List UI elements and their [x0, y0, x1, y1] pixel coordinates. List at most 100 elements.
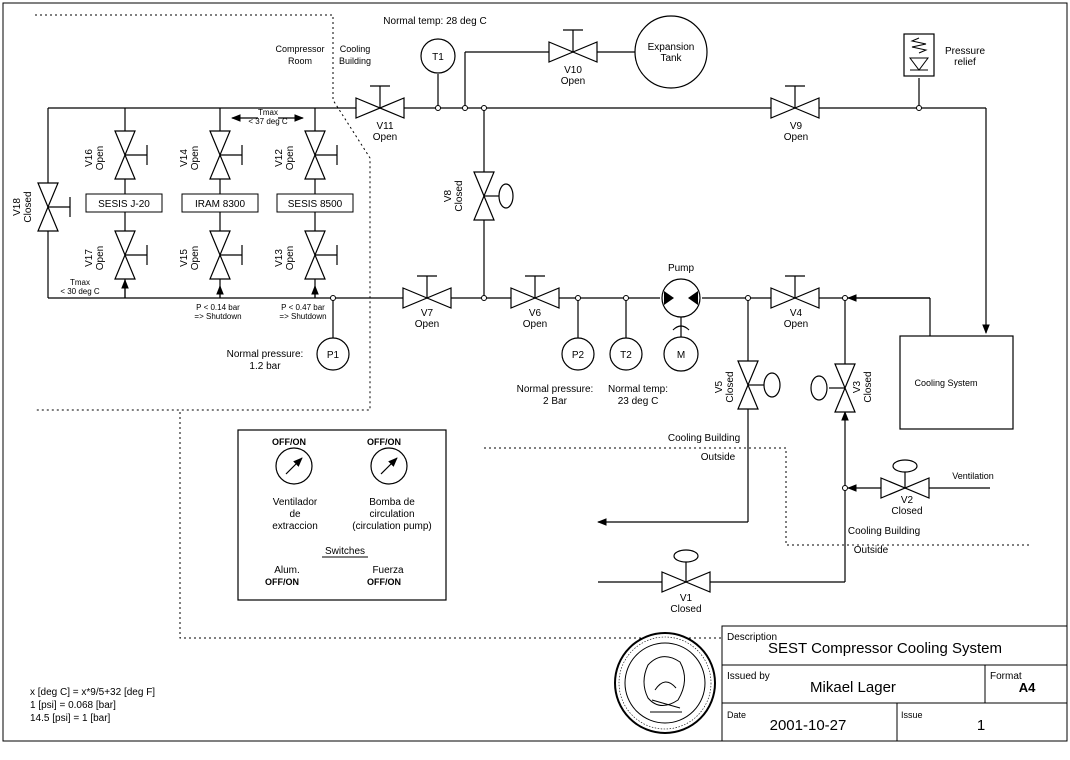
compressor-2-label: IRAM 8300 — [195, 199, 245, 210]
formula-2: 1 [psi] = 0.068 [bar] — [30, 700, 116, 711]
valve-v13-label: V13 — [274, 249, 285, 267]
normal-temp-t1-label: Normal temp: 28 deg C — [383, 16, 486, 27]
valve-v5-label: V5 — [714, 380, 725, 393]
valve-v14-symbol[interactable] — [209, 130, 243, 180]
valve-v11-state: Open — [373, 132, 397, 143]
valve-v15-symbol[interactable] — [209, 230, 243, 280]
valve-v5-state: Closed — [725, 371, 736, 402]
compressor-3-box[interactable] — [276, 193, 354, 213]
compressor-1-box[interactable] — [85, 193, 163, 213]
p2-label: P2 — [572, 350, 585, 361]
cooling-building-a-label: Cooling Building — [668, 433, 740, 444]
outside-boundary — [484, 447, 1032, 546]
normal-temp-t2-label: Normal temp:23 deg C — [608, 384, 668, 407]
p1-sensor[interactable] — [316, 337, 350, 371]
date-label: Date — [727, 710, 746, 720]
compressor-1-label: SESIS J-20 — [98, 199, 150, 210]
valve-v3-state: Closed — [863, 371, 874, 402]
valve-v17-symbol[interactable] — [114, 230, 148, 280]
valve-v17-state: Open — [95, 246, 106, 270]
bomba-gauge-icon[interactable] — [370, 447, 408, 485]
valve-v8-state: Closed — [454, 180, 465, 211]
valve-v16-state: Open — [95, 146, 106, 170]
alum-label: Alum. — [274, 565, 300, 576]
outside-a-label: Outside — [701, 452, 736, 463]
valve-v9-label: V9 — [790, 121, 803, 132]
valve-v3-label: V3 — [852, 380, 863, 393]
t1-label: T1 — [432, 52, 444, 63]
valve-v17-label: V17 — [84, 249, 95, 267]
compressor-boxes — [85, 193, 354, 213]
junctions — [330, 105, 922, 491]
valve-v14-state: Open — [190, 146, 201, 170]
valve-v5-symbol[interactable] — [737, 360, 781, 410]
valve-v4-symbol[interactable] — [770, 275, 820, 309]
valve-v9-symbol[interactable] — [770, 85, 820, 119]
valve-v2-symbol[interactable] — [880, 459, 930, 499]
valve-v9-state: Open — [784, 132, 808, 143]
motor[interactable] — [663, 336, 699, 372]
valve-v7-label: V7 — [421, 308, 434, 319]
valve-v2-state: Closed — [891, 506, 922, 517]
valve-v12-label: V12 — [274, 149, 285, 167]
valve-v18-symbol[interactable] — [37, 182, 71, 232]
valve-v10-label: V10 — [564, 65, 582, 76]
p1-label: P1 — [327, 350, 340, 361]
valve-v3-symbol[interactable] — [810, 363, 856, 413]
valve-v8-symbol[interactable] — [473, 171, 514, 221]
valve-v11-label: V11 — [376, 121, 393, 132]
valve-v12-symbol[interactable] — [304, 130, 338, 180]
compressor-3-label: SESIS 8500 — [288, 199, 343, 210]
normal-pressure-p1-label: Normal pressure:1.2 bar — [227, 349, 304, 372]
title-block — [721, 625, 1068, 742]
t2-sensor[interactable] — [609, 337, 643, 371]
cooling-system-label: Cooling System — [914, 378, 977, 388]
drawing-frame — [2, 2, 1068, 742]
expansion-tank[interactable] — [634, 15, 708, 89]
issued-by-value: Mikael Lager — [810, 679, 896, 696]
pump-icon[interactable] — [661, 278, 701, 318]
p047-label: P < 0.47 bar=> Shutdown — [279, 303, 326, 321]
valve-v15-label: V15 — [179, 249, 190, 267]
valve-v1-symbol[interactable] — [661, 549, 711, 593]
compressor-2-box[interactable] — [181, 193, 259, 213]
t1-sensor[interactable] — [420, 38, 456, 74]
valve-v6-symbol[interactable] — [510, 275, 560, 309]
date-value: 2001-10-27 — [770, 717, 847, 734]
formula-1: x [deg C] = x*9/5+32 [deg F] — [30, 687, 155, 698]
ventilador-gauge-icon[interactable] — [275, 447, 313, 485]
issue-value: 1 — [977, 717, 985, 734]
pressure-relief-icon[interactable] — [903, 33, 935, 77]
valve-v10-symbol[interactable] — [548, 29, 598, 63]
cooling-system-box[interactable] — [899, 335, 1014, 430]
ventilador-off-on: OFF/ON — [272, 437, 306, 447]
valve-v10-state: Open — [561, 76, 585, 87]
pump-label: Pump — [668, 263, 695, 274]
valve-v2-label: V2 — [901, 495, 914, 506]
formula-3: 14.5 [psi] = 1 [bar] — [30, 713, 111, 724]
switches-label: Switches — [325, 546, 365, 557]
bomba-off-on: OFF/ON — [367, 437, 401, 447]
p014-label: P < 0.14 bar=> Shutdown — [194, 303, 241, 321]
issue-label: Issue — [901, 710, 923, 720]
valve-v11-symbol[interactable] — [355, 85, 405, 119]
valve-v7-symbol[interactable] — [402, 275, 452, 309]
format-value: A4 — [1019, 680, 1036, 695]
cooling-building-b-label: Cooling Building — [848, 526, 920, 537]
valve-v8-label: V8 — [443, 189, 454, 202]
valve-v13-symbol[interactable] — [304, 230, 338, 280]
t2-label: T2 — [620, 350, 632, 361]
building-boundary — [179, 412, 722, 639]
alum-off-on: OFF/ON — [265, 577, 299, 587]
p2-sensor[interactable] — [561, 337, 595, 371]
valve-v16-symbol[interactable] — [114, 130, 148, 180]
control-panel — [237, 429, 447, 601]
valve-v14-label: V14 — [179, 149, 190, 167]
valve-v7-state: Open — [415, 319, 439, 330]
